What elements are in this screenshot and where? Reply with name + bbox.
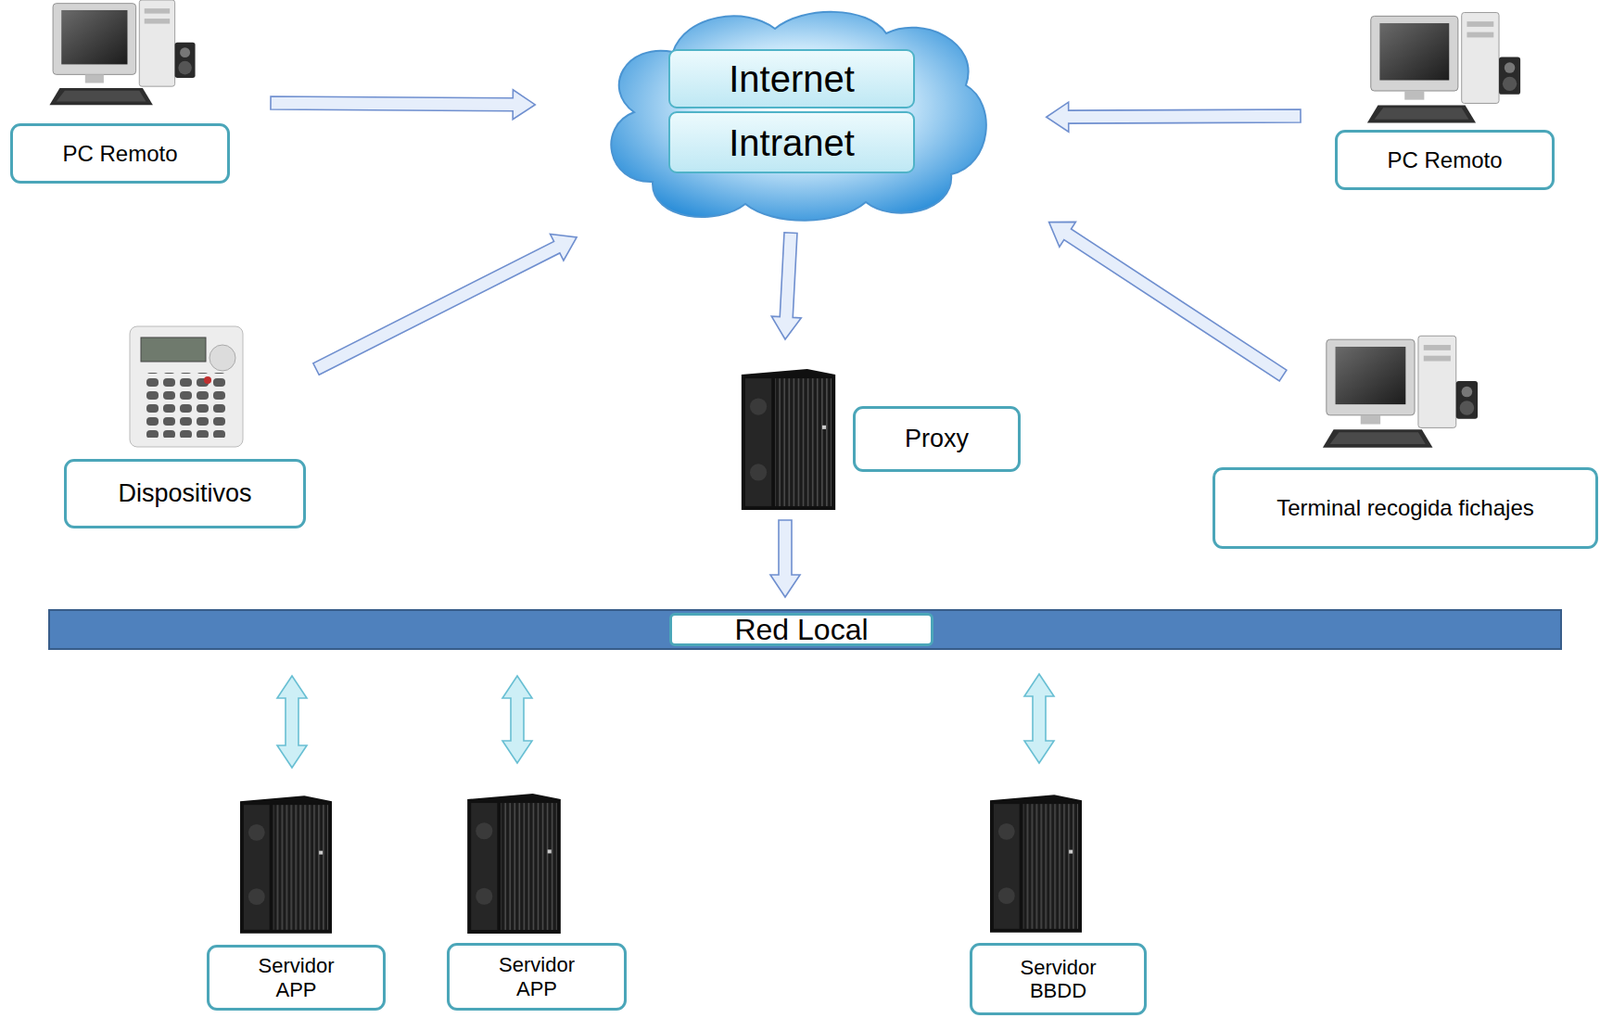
label-box: PC Remoto [1334, 129, 1555, 191]
node-text: Servidor APP [469, 952, 604, 1001]
server-icon [240, 795, 332, 934]
node-text: Dispositivos [106, 479, 263, 508]
pc-icon [1367, 12, 1521, 124]
node-text: Internet [717, 57, 866, 101]
pc-icon [49, 0, 195, 105]
node-text: Servidor APP [229, 953, 364, 1002]
keypad-device-icon [129, 326, 243, 447]
label-box: Servidor BBDD [969, 942, 1147, 1016]
double-block-arrow [502, 675, 533, 763]
node-text: Intranet [717, 121, 866, 165]
block-arrow [313, 233, 577, 375]
block-arrow [770, 520, 800, 597]
label-box: Proxy [852, 406, 1021, 472]
cloud-label-box: Intranet [668, 111, 915, 174]
terminal-pc-icon [1322, 335, 1478, 447]
double-block-arrow [1024, 673, 1054, 763]
node-text: Servidor BBDD [991, 955, 1126, 1004]
node-text: PC Remoto [1375, 147, 1513, 174]
label-box: Servidor APP [206, 944, 386, 1011]
block-arrow [1049, 221, 1287, 381]
label-box: PC Remoto [10, 123, 230, 184]
label-box: Servidor APP [446, 942, 627, 1011]
label-box: Dispositivos [63, 458, 306, 529]
node-text: Terminal recogida fichajes [1265, 495, 1545, 521]
block-arrow [771, 232, 801, 340]
cloud [610, 12, 987, 221]
cloud-label-box: Internet [668, 49, 915, 109]
label-box: Terminal recogida fichajes [1212, 467, 1599, 549]
network-label-box: Red Local [669, 612, 934, 647]
node-text: PC Remoto [50, 140, 189, 167]
block-arrow [270, 89, 535, 120]
server-icon [467, 793, 561, 934]
server-icon [990, 794, 1082, 933]
proxy-server-icon [741, 368, 836, 510]
block-arrow [1046, 101, 1301, 132]
network-band: Red Local [48, 609, 1562, 650]
node-text: Red Local [724, 612, 877, 648]
double-block-arrow [277, 675, 307, 768]
node-text: Proxy [893, 424, 980, 454]
